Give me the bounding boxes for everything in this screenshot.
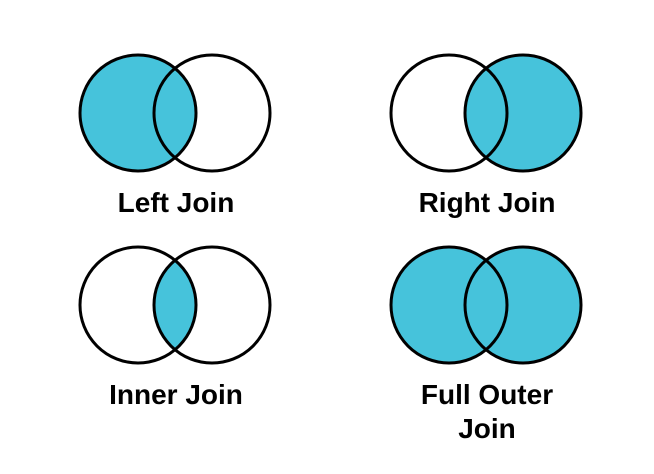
right-circle-outline [463,245,583,365]
right-circle-fill [465,247,581,363]
join-label-inner-join: Inner Join [109,379,243,410]
intersection-fill [153,260,197,350]
venn-diagram-left-join [78,53,272,173]
left-circle-outline [78,245,198,365]
venn-panel-left-join: Left Join [46,50,306,220]
right-circle-outline [152,245,272,365]
venn-diagram-full-outer-join [389,245,583,365]
right-circle-fill [465,55,581,171]
venn-panel-inner-join: Inner Join [46,242,306,446]
join-label-right-join: Right Join [418,187,556,218]
venn-diagram-right-join [389,53,583,173]
left-circle-outline [389,53,509,173]
join-label-full-outer-join: Full Outer Join [420,379,554,444]
join-diagrams-canvas: Left Join Right Join Inner Join [46,50,617,446]
join-label-left-join: Left Join [117,187,235,218]
right-circle-outline [463,53,583,173]
left-circle-outline [78,53,198,173]
venn-panel-full-outer-join: Full Outer Join [357,242,617,446]
left-circle-fill [80,55,196,171]
right-circle-outline [152,53,272,173]
venn-panel-right-join: Right Join [357,50,617,220]
left-circle-outline [389,245,509,365]
venn-diagram-inner-join [78,245,272,365]
